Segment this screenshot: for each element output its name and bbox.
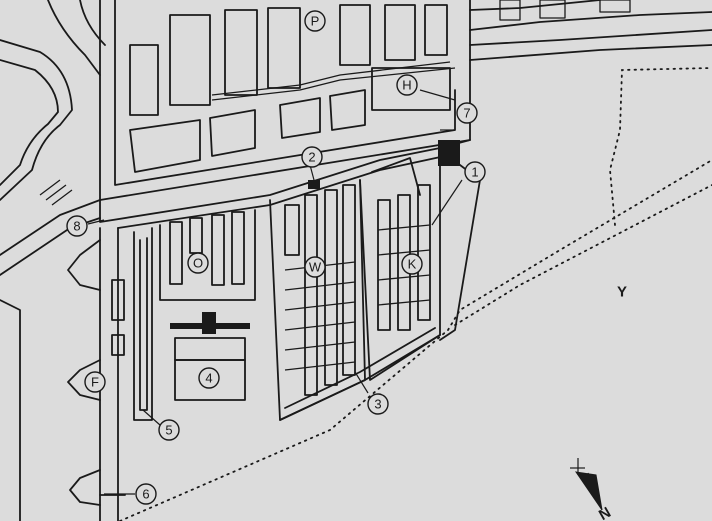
district-label-p-text: P bbox=[311, 14, 320, 29]
marker-1: 1 bbox=[464, 161, 486, 183]
north-district-blocks bbox=[99, 0, 471, 201]
marker-2: 2 bbox=[301, 146, 323, 168]
district-label-w: W bbox=[304, 256, 326, 278]
marker-5: 5 bbox=[158, 419, 180, 441]
marker-7: 7 bbox=[456, 102, 478, 124]
marker-7-text: 7 bbox=[463, 106, 470, 121]
district-label-h: H bbox=[396, 74, 418, 96]
marker-8-text: 8 bbox=[73, 219, 80, 234]
district-label-f: F bbox=[84, 371, 106, 393]
district-label-o-text: O bbox=[193, 256, 203, 271]
marker-1-text: 1 bbox=[471, 165, 478, 180]
northeast-blocks bbox=[469, 0, 712, 61]
marker-3: 3 bbox=[367, 393, 389, 415]
western-embankment bbox=[0, 0, 106, 521]
district-label-k: K bbox=[401, 253, 423, 275]
marker-4: 4 bbox=[198, 367, 220, 389]
district-label-k-text: K bbox=[408, 257, 417, 272]
dotted-boundaries bbox=[119, 67, 712, 521]
w-district-blocks bbox=[269, 179, 366, 421]
k-district-blocks bbox=[359, 140, 460, 381]
district-label-f-text: F bbox=[91, 375, 99, 390]
south-wall bbox=[279, 149, 481, 421]
o-district-blocks bbox=[159, 209, 256, 401]
district-label-y: Y bbox=[617, 284, 627, 301]
marker-5-text: 5 bbox=[165, 423, 172, 438]
district-label-p: P bbox=[304, 10, 326, 32]
district-label-w-text: W bbox=[309, 260, 322, 275]
marker-3-text: 3 bbox=[374, 397, 381, 412]
marker-8: 8 bbox=[66, 215, 88, 237]
marker-4-text: 4 bbox=[205, 371, 212, 386]
marker-6: 6 bbox=[135, 483, 157, 505]
marker-6-text: 6 bbox=[142, 487, 149, 502]
marker-2-text: 2 bbox=[308, 150, 315, 165]
north-arrow-icon: N bbox=[570, 458, 614, 521]
district-label-h-text: H bbox=[402, 78, 411, 93]
district-label-o: O bbox=[187, 252, 209, 274]
north-arrow-label: N bbox=[596, 504, 614, 521]
west-fortification bbox=[67, 227, 153, 521]
